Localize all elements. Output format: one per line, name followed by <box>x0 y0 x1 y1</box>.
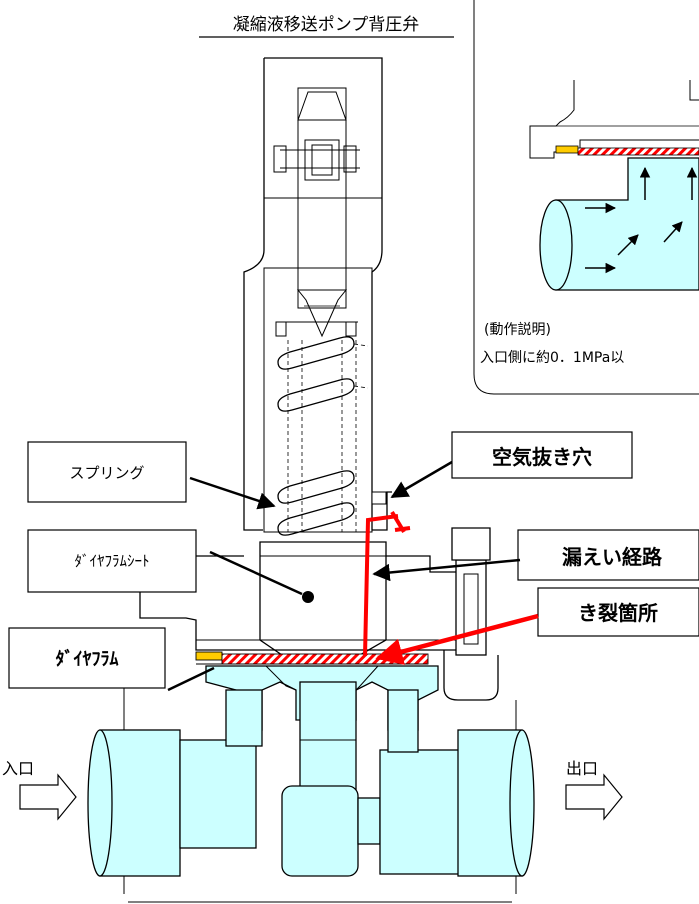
inlet-arrow <box>19 773 77 821</box>
label-air-vent-text: 空気抜き穴 <box>492 445 592 469</box>
leader-spring <box>189 476 276 510</box>
leader-leak-path <box>372 558 521 582</box>
spring-coils <box>277 336 369 536</box>
label-spring: スプリング <box>27 441 276 510</box>
label-diaphragm-seat: ﾀﾞｲﾔﾌﾗﾑｼｰﾄ <box>27 529 303 596</box>
label-leak-path-text: 漏えい経路 <box>562 545 663 569</box>
diaphragm-seat-dot <box>302 591 314 603</box>
leader-diaphragm-seat <box>209 550 303 596</box>
label-crack-text: き裂箇所 <box>578 601 658 625</box>
inlet-flow: 入口 <box>2 759 77 821</box>
outlet-flow: 出口 <box>565 759 623 821</box>
label-diaphragm: ﾀﾞｲﾔﾌﾗﾑ <box>8 627 215 692</box>
leader-crack <box>375 613 539 665</box>
diaphragm-hatch <box>221 653 429 665</box>
diaphragm-yellow <box>195 651 223 661</box>
outlet-pipe <box>379 689 535 877</box>
leak-path-highlight <box>363 510 411 657</box>
label-diaphragm-seat-text: ﾀﾞｲﾔﾌﾗﾑｼｰﾄ <box>74 552 149 570</box>
valve-plug <box>281 681 381 877</box>
adjust-bolt-head <box>297 91 347 121</box>
inset-valve-body <box>529 80 699 159</box>
outlet-label: 出口 <box>566 759 598 778</box>
label-leak-path: 漏えい経路 <box>372 529 699 582</box>
leader-diaphragm <box>167 666 215 692</box>
label-diaphragm-text: ﾀﾞｲﾔﾌﾗﾑ <box>56 648 119 670</box>
label-crack: き裂箇所 <box>375 587 699 665</box>
valve-body <box>87 57 535 903</box>
operation-inset: (動作説明) 入口側に約0．1MPa以 <box>473 0 699 395</box>
outlet-arrow <box>565 773 623 821</box>
label-air-vent: 空気抜き穴 <box>390 431 633 499</box>
spring-chamber <box>263 267 373 533</box>
inlet-pipe <box>87 689 263 877</box>
inset-diaphragm-yellow <box>555 145 579 154</box>
inset-caption-text: 入口側に約0．1MPa以 <box>480 350 624 366</box>
air-vent-hole <box>371 491 387 505</box>
flange-bolt <box>455 559 487 656</box>
inset-diaphragm-hatch <box>577 147 699 156</box>
body-flange <box>139 555 459 651</box>
inlet-label: 入口 <box>2 759 34 778</box>
label-spring-text: スプリング <box>69 464 144 482</box>
inset-caption-heading: (動作説明) <box>484 322 551 338</box>
inset-fluid <box>555 157 699 291</box>
leader-air-vent <box>390 460 453 499</box>
diagram-title: 凝縮液移送ポンプ背圧弁 <box>233 15 420 35</box>
